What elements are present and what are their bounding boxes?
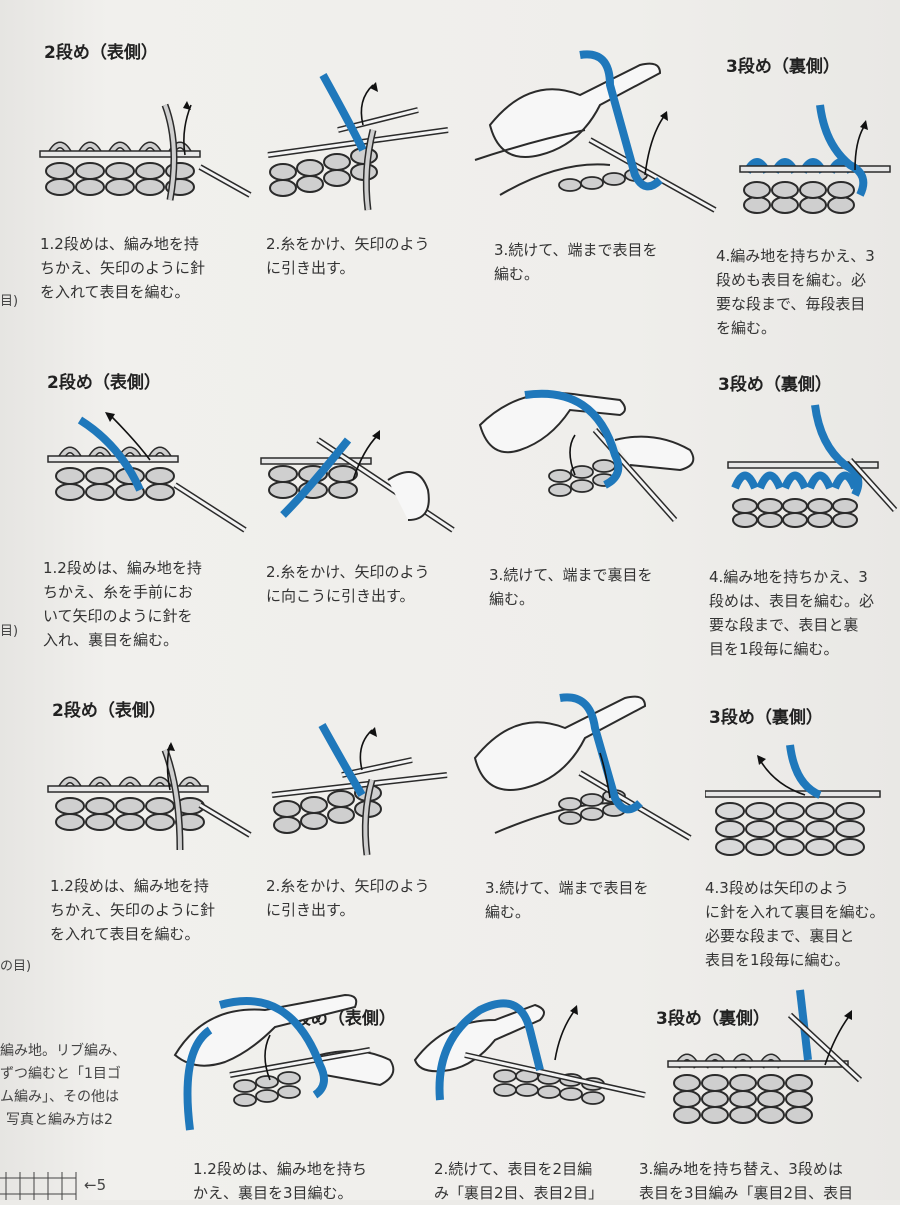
row2-step2-caption: 2.糸をかけ、矢印のように向こうに引き出す。: [266, 563, 430, 605]
row1-step3-caption: 3.続けて、端まで表目を編む。: [494, 241, 658, 283]
row2-heading-front: 2段め（表側）: [47, 373, 161, 393]
row2-step2-illustration: [260, 430, 455, 533]
row2-step1-caption: 1.2段めは、編み地を持ちかえ、糸を手前において矢印のように針を入れ、裏目を編む…: [43, 559, 202, 649]
stitch-chart-fragment: [0, 1172, 77, 1200]
left-edge-mark-1: 目): [0, 294, 19, 309]
row1-step3-illustration: [474, 50, 717, 213]
row3-step3-illustration: [473, 693, 692, 841]
row4-step2-illustration: [413, 999, 646, 1105]
row1-step2-caption: 2.糸をかけ、矢印のように引き出す。: [266, 235, 430, 277]
row4-step3-caption: 3.編み地を持ち替え、3段めは表目を3目編み「裏目2目、表目: [639, 1160, 854, 1202]
left-edge-mark-3: の目): [0, 959, 32, 974]
row2-step1-illustration: [47, 412, 247, 533]
row2-step3-caption: 3.続けて、端まで裏目を編む。: [489, 566, 653, 608]
row1-step1-illustration: [39, 101, 252, 201]
row3-step2-caption: 2.糸をかけ、矢印のように引き出す。: [266, 877, 430, 919]
row3-step2-illustration: [271, 723, 448, 856]
row4-step2-caption: 2.続けて、表目を2目編み「裏目2目、表目2目」: [434, 1160, 604, 1202]
row4-step3-illustration: [667, 989, 863, 1124]
row3-step3-caption: 3.続けて、端まで表目を編む。: [485, 879, 649, 921]
row4-heading-back: 3段め（裏側）: [656, 1009, 770, 1029]
row1-step1-caption: 1.2段めは、編み地を持ちかえ、矢印のように針を入れて表目を編む。: [40, 235, 206, 301]
row3-heading-back: 3段め（裏側）: [709, 708, 823, 728]
row1-heading-back: 3段め（裏側）: [726, 57, 840, 77]
row3-step1-illustration: [47, 742, 252, 851]
row3-step4-illustration: [705, 744, 881, 856]
row1-heading-front: 2段め（表側）: [44, 43, 158, 63]
row1-step2-illustration: [267, 73, 449, 211]
left-edge-text: 編み地。リブ編み、 ずつ編むと「1目ゴ ム編み」、その他は 写真と編み方は2: [0, 1043, 126, 1128]
row4-step1-illustration: [173, 993, 395, 1131]
row2-heading-back: 3段め（裏側）: [718, 375, 832, 395]
left-edge-mark-2: 目): [0, 624, 19, 639]
row3-step1-caption: 1.2段めは、編み地を持ちかえ、矢印のように針を入れて表目を編む。: [50, 877, 216, 943]
row2-step3-illustration: [478, 389, 695, 522]
row3-heading-front: 2段め（表側）: [52, 701, 166, 721]
row4-step1-caption: 1.2段めは、編み地を持ちかえ、裏目を3目編む。: [193, 1160, 367, 1202]
row3-step4-caption: 4.3段めは矢印のように針を入れて裏目を編む。必要な段まで、裏目と表目を1段毎に…: [705, 879, 885, 969]
row2-step4-illustration: [727, 404, 898, 528]
chart-row-label: ←5: [84, 1176, 107, 1194]
row1-step4-illustration: [739, 104, 891, 214]
